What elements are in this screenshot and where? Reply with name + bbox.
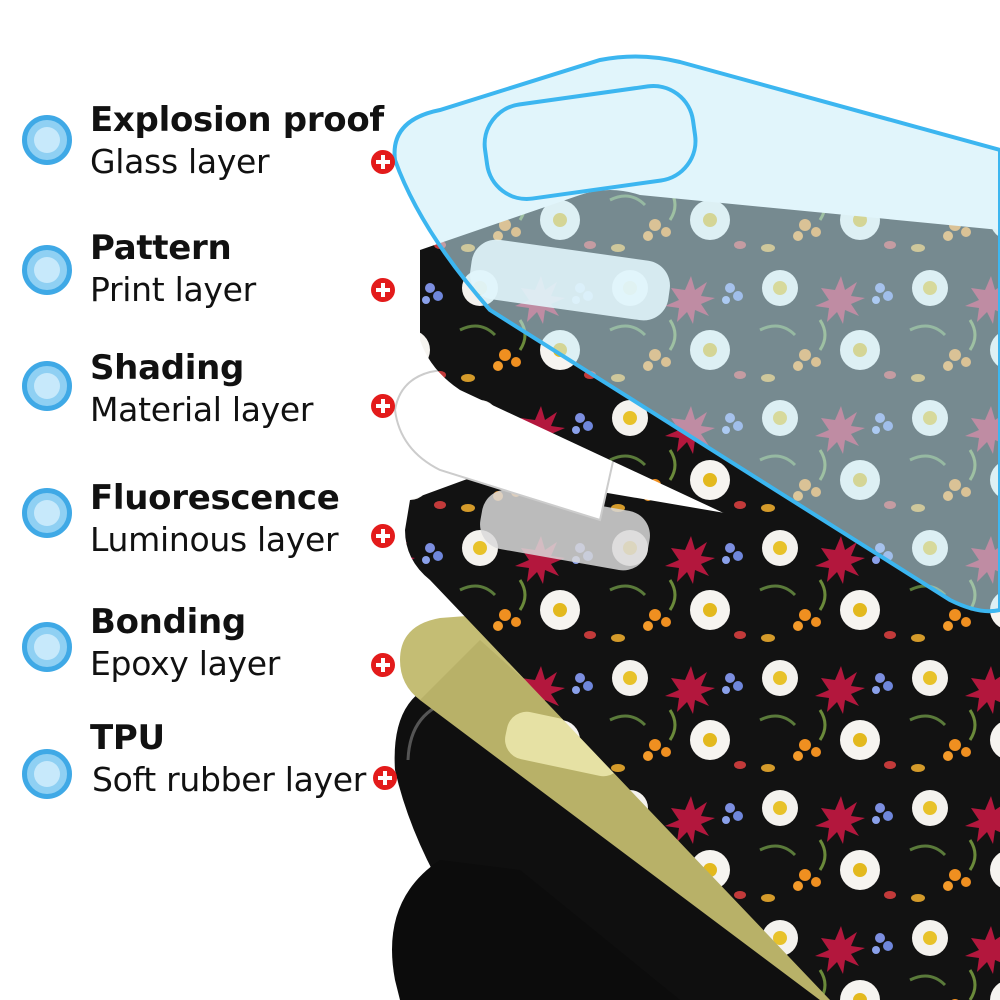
plus-marker-icon — [371, 524, 395, 548]
layer-title: Pattern — [90, 228, 232, 268]
bullet-circle-icon — [22, 361, 72, 411]
layer-title: Fluorescence — [90, 478, 340, 518]
layer-row-print: Pattern Print layer — [0, 228, 400, 338]
layer-row-luminous: Fluorescence Luminous layer — [0, 478, 400, 588]
layer-row-epoxy: Bonding Epoxy layer — [0, 602, 400, 712]
bullet-circle-icon — [22, 245, 72, 295]
layer-subtitle: Soft rubber layer — [92, 760, 367, 799]
layer-subtitle: Material layer — [90, 390, 314, 429]
layer-title: Explosion proof — [90, 100, 384, 140]
layer-row-material: Shading Material layer — [0, 348, 400, 458]
plus-marker-icon — [371, 394, 395, 418]
layer-row-glass: Explosion proof Glass layer — [0, 100, 400, 210]
layer-subtitle: Luminous layer — [90, 520, 339, 559]
plus-marker-icon — [371, 150, 395, 174]
layer-title: TPU — [90, 718, 165, 758]
bullet-circle-icon — [22, 488, 72, 538]
bullet-circle-icon — [22, 115, 72, 165]
layer-row-tpu: TPU Soft rubber layer — [0, 718, 400, 828]
bullet-circle-icon — [22, 749, 72, 799]
layer-subtitle: Epoxy layer — [90, 644, 281, 683]
layer-title: Shading — [90, 348, 245, 388]
plus-marker-icon — [373, 766, 397, 790]
layer-subtitle: Glass layer — [90, 142, 270, 181]
plus-marker-icon — [371, 278, 395, 302]
layer-title: Bonding — [90, 602, 246, 642]
layer-subtitle: Print layer — [90, 270, 256, 309]
bullet-circle-icon — [22, 622, 72, 672]
plus-marker-icon — [371, 653, 395, 677]
